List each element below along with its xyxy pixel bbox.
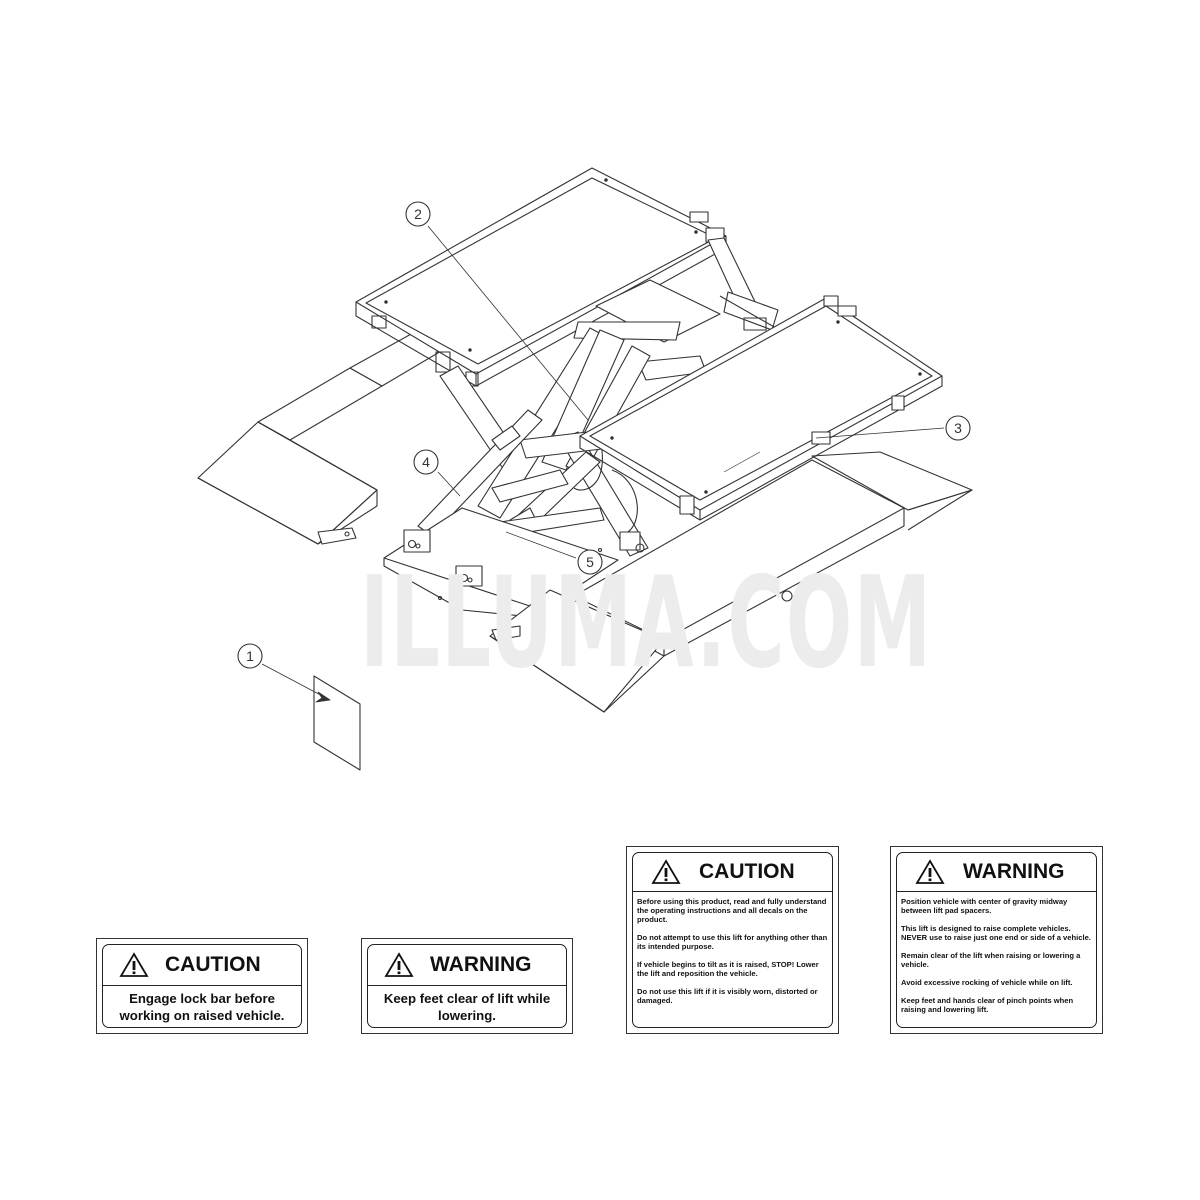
decal-instruction: Keep feet and hands clear of pinch point… [901,996,1074,1014]
rear-strut [707,237,779,331]
decal-instructions: Before using this product, read and full… [633,892,832,1027]
front-platform [579,295,943,521]
callout-3: 3 [945,415,971,441]
decal-frame: CAUTION Before using this product, read … [632,852,833,1028]
callout-2-label: 2 [414,206,422,222]
decal-header: WARNING [897,853,1096,892]
decal-instruction: Do not use this lift if it is visibly wo… [637,987,818,1005]
warning-triangle-icon [651,859,681,884]
decal-instruction: This lift is designed to raise complete … [901,924,1091,942]
warning-triangle-icon [119,952,149,977]
decal-instructions: Position vehicle with center of gravity … [897,892,1096,1027]
decal-body-text: Keep feet clear of lift while lowering. [383,990,551,1023]
callout-4: 4 [413,449,439,475]
base-plate [383,507,645,619]
decal-header: WARNING [368,945,566,986]
cross-beam [573,279,721,381]
warning-triangle-icon [915,859,945,884]
callout-4-label: 4 [422,454,430,470]
scissor-lift-exploded-diagram: 2 3 4 5 1 [197,167,973,771]
decal-instruction: Position vehicle with center of gravity … [901,897,1068,915]
callout-5-label: 5 [586,554,594,570]
warning-decal-small: WARNING Keep feet clear of lift while lo… [361,938,573,1034]
callout-3-label: 3 [954,420,962,436]
caution-decal-small: CAUTION Engage lock bar before working o… [96,938,308,1034]
callout-2: 2 [405,201,431,227]
decal-header: CAUTION [633,853,832,892]
scissor-arms [439,327,651,557]
caution-decal-large: CAUTION Before using this product, read … [626,846,839,1034]
decal-frame: WARNING Position vehicle with center of … [896,852,1097,1028]
decal-header-text: CAUTION [165,953,261,976]
left-ramp [197,421,378,545]
decal-frame: WARNING Keep feet clear of lift while lo… [367,944,567,1028]
decal-sheet [313,675,361,771]
decal-instruction: Before using this product, read and full… [637,897,827,924]
callout-1: 1 [237,643,263,669]
callout-5: 5 [577,549,603,575]
decal-header-text: CAUTION [699,860,795,883]
front-ramp [489,589,665,713]
decal-body-text: Engage lock bar before working on raised… [119,990,285,1023]
decal-instruction: Do not attempt to use this lift for anyt… [637,933,828,951]
decal-frame: CAUTION Engage lock bar before working o… [102,944,302,1028]
callout-1-label: 1 [246,648,254,664]
callout-leaders [261,225,945,703]
warning-decal-large: WARNING Position vehicle with center of … [890,846,1103,1034]
decal-header-text: WARNING [430,953,532,976]
decal-header-text: WARNING [963,860,1065,883]
decal-header: CAUTION [103,945,301,986]
decal-instruction: Remain clear of the lift when raising or… [901,951,1081,969]
decal-instruction: Avoid excessive rocking of vehicle while… [901,978,1073,987]
warning-triangle-icon [384,952,414,977]
decal-instruction: If vehicle begins to tilt as it is raise… [637,960,819,978]
watermark: ILLUMA.COM [360,549,933,696]
